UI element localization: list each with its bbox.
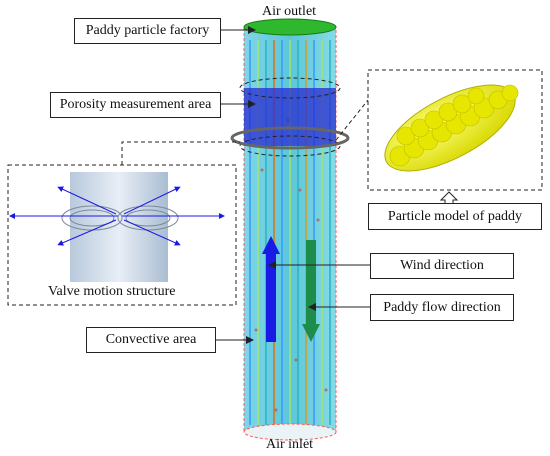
valve-motion-structure-label: Valve motion structure — [48, 284, 176, 299]
porosity-measurement-area-label: Porosity measurement area — [50, 92, 221, 118]
valve-illustration — [9, 172, 225, 282]
convective-area-label: Convective area — [86, 327, 216, 353]
wind-direction-arrow — [266, 252, 276, 342]
air-inlet-label: Air inlet — [266, 437, 314, 452]
paddy-grain — [384, 84, 519, 172]
wind-direction-label: Wind direction — [370, 253, 514, 279]
paddy-flow-direction-label: Paddy flow direction — [370, 294, 514, 321]
paddy-flow-arrow — [306, 240, 316, 326]
column — [230, 26, 350, 441]
paddy-particle-factory-label: Paddy particle factory — [74, 18, 221, 44]
air-outlet-label: Air outlet — [262, 4, 317, 19]
paddy-inset-frame — [367, 69, 543, 191]
air-outlet-disk — [243, 18, 337, 36]
particle-model-of-paddy-label: Particle model of paddy — [368, 203, 542, 230]
